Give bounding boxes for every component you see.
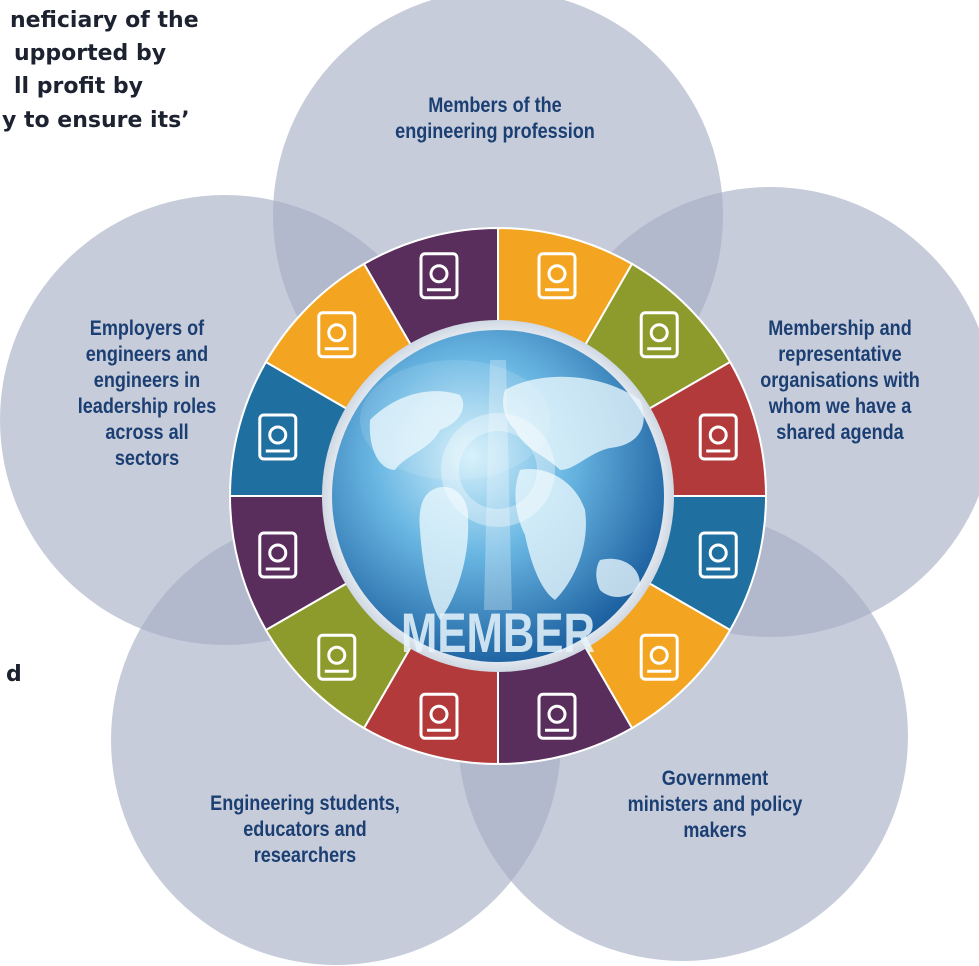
- ruler-pencil-icon: [537, 692, 577, 740]
- gears-panel-icon: [698, 413, 738, 461]
- petal-line: makers: [683, 819, 747, 842]
- petal-line: whom we have a: [768, 395, 912, 418]
- compass-icon: [698, 531, 738, 579]
- petal-line: engineering profession: [395, 120, 595, 143]
- petal-line: organisations with: [760, 369, 920, 392]
- caliper-icon: [639, 633, 679, 681]
- petal-line: sectors: [114, 447, 180, 470]
- computer-icon: [419, 692, 459, 740]
- petal-line: engineers in: [93, 369, 201, 392]
- petal-line: representative: [778, 343, 902, 366]
- petal-line: shared agenda: [776, 421, 904, 444]
- buildings-icon: [317, 633, 357, 681]
- tablet-blueprint-icon: [258, 531, 298, 579]
- petal-line: educators and: [243, 818, 367, 841]
- petal-line: researchers: [253, 844, 357, 867]
- petal-line: Employers of: [89, 317, 205, 340]
- petal-label-engineering-profession: Members of the engineering profession: [353, 93, 637, 145]
- continents: [369, 376, 644, 620]
- petal-line: leadership roles: [77, 395, 217, 418]
- globe: MEMBER: [322, 320, 674, 672]
- petal-line: Members of the: [428, 94, 562, 117]
- petal-label-employers: Employers of engineers and engineers in …: [57, 316, 238, 472]
- crane-icon: [419, 252, 459, 300]
- petal-label-membership-organisations: Membership and representative organisati…: [741, 316, 939, 446]
- petal-line: ministers and policy: [627, 793, 803, 816]
- petal-label-students: Engineering students, educators and rese…: [189, 791, 421, 869]
- side-text-fragment: d: [6, 662, 22, 687]
- petal-line: engineers and: [85, 343, 209, 366]
- engineer-worker-icon: [317, 311, 357, 359]
- globe-highlight: [360, 360, 550, 480]
- petal-line: Engineering students,: [210, 792, 400, 815]
- intro-text-line-2: upported by: [14, 41, 167, 66]
- lightbulb-gear-icon: [258, 413, 298, 461]
- intro-text-line-3: ll profit by: [14, 74, 144, 99]
- emblem-watermark: [441, 413, 555, 527]
- calculator-icon: [537, 252, 577, 300]
- petal-line: Membership and: [768, 317, 912, 340]
- petal-line: Government: [661, 767, 769, 790]
- globe-member-word: MEMBER: [401, 602, 595, 664]
- intro-text-line-1: neficiary of the: [10, 8, 199, 33]
- intro-text-line-4: y to ensure its’: [2, 108, 190, 133]
- petal-line: across all: [105, 421, 189, 444]
- petal-label-government: Government ministers and policy makers: [616, 766, 814, 844]
- lab-flask-icon: [639, 311, 679, 359]
- emblem-spire: [484, 360, 512, 610]
